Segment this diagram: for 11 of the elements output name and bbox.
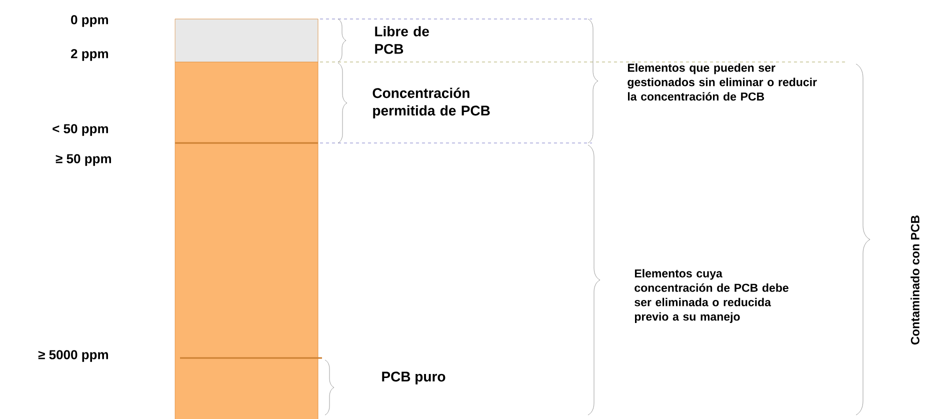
level-label: ≥ 5000 ppm (38, 350, 108, 362)
note-text: Elementos cuya concentración de PCB debe ser eliminada o reducida previo a su manejo (634, 269, 788, 323)
range-label: Concentración permitida de PCB (372, 88, 490, 118)
range-label: PCB puro (382, 372, 446, 384)
level-label: 0 ppm (71, 15, 108, 27)
range-label: Contaminado con PCB (910, 216, 920, 344)
note-text: Elementos que pueden ser gestionados sin eliminar o reducir la concentración de PCB (628, 63, 817, 101)
level-label: < 50 ppm (52, 124, 108, 136)
level-label: ≥ 50 ppm (56, 154, 111, 166)
range-label: Libre de PCB (375, 26, 429, 54)
level-label: 2 ppm (70, 49, 108, 61)
